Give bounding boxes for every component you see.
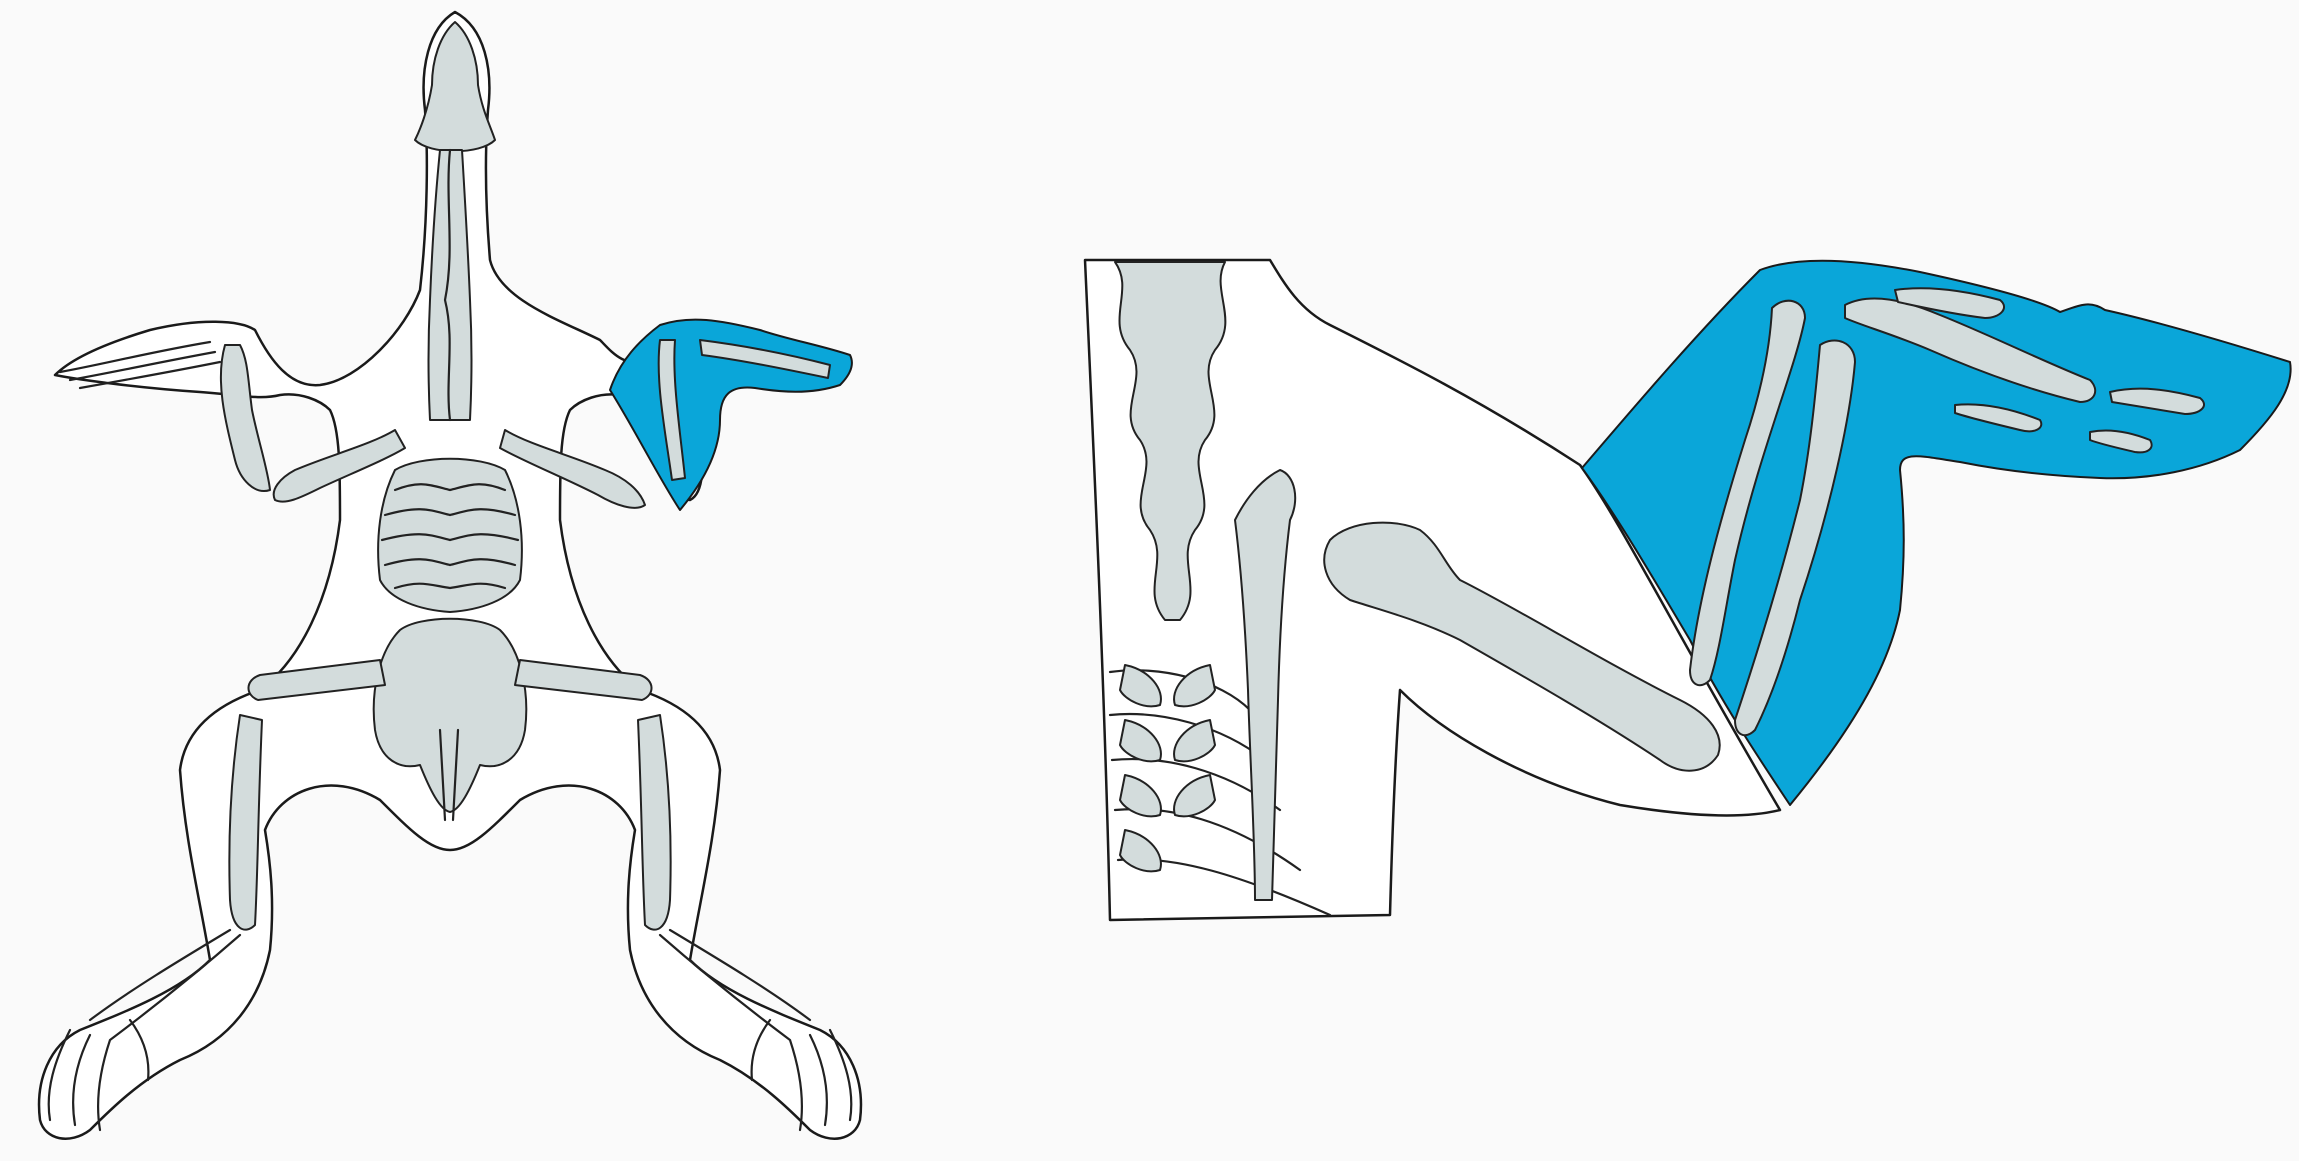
- wing-detail-panel: [1085, 260, 2291, 920]
- ribcage: [378, 459, 522, 612]
- full-skeleton-panel: [39, 12, 861, 1139]
